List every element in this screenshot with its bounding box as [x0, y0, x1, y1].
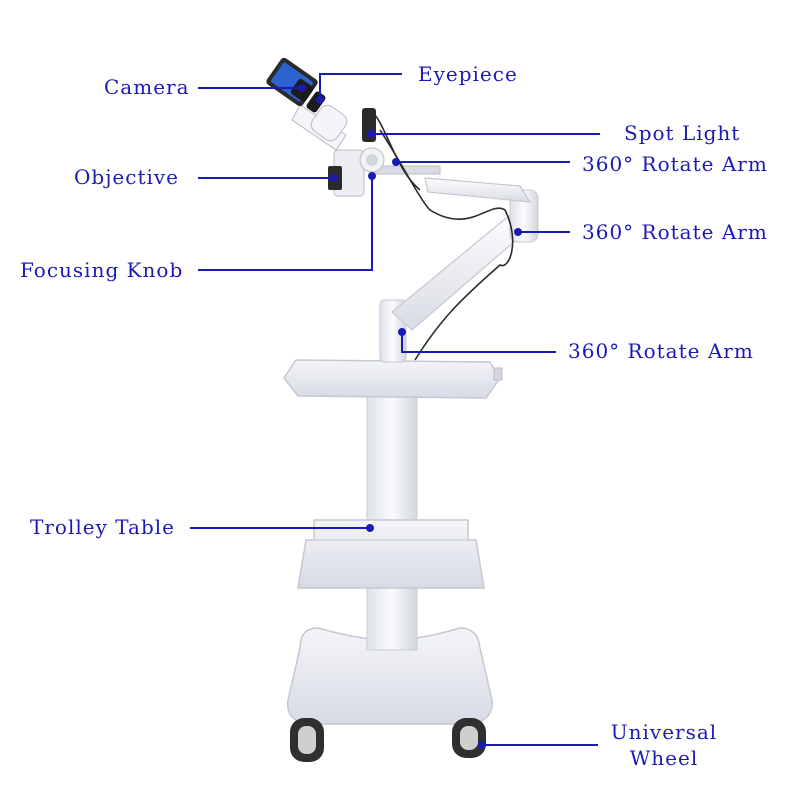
- trolley-pole: [366, 379, 418, 651]
- label-universal-wheel-line1: Universal: [610, 720, 718, 744]
- objective-pointer-dot: [330, 174, 338, 182]
- rotate-arm-3-leader-line: [401, 332, 556, 353]
- universal-wheel-pointer-dot: [478, 741, 486, 749]
- label-camera: Camera: [104, 75, 190, 99]
- label-rotate-arm-2: 360° Rotate Arm: [582, 220, 768, 244]
- camera-pointer-dot: [298, 84, 306, 92]
- label-rotate-arm-1: 360° Rotate Arm: [582, 152, 768, 176]
- eyepiece-pointer-dot: [316, 96, 324, 104]
- rotate-arm-1-pointer-dot: [392, 158, 400, 166]
- microscope-head: [291, 104, 385, 197]
- middle-shelf: [297, 519, 485, 589]
- focusing-knob-pointer-dot: [368, 172, 376, 180]
- upper-arm: [424, 177, 532, 203]
- top-tray: [283, 359, 501, 399]
- label-universal-wheel-line2: Wheel: [629, 746, 699, 770]
- rotate-arm-2-pointer-dot: [514, 228, 522, 236]
- label-trolley-table: Trolley Table: [30, 515, 175, 539]
- eyepiece-leader-line: [319, 73, 402, 100]
- rotate-arm-3-pointer-dot: [398, 328, 406, 336]
- label-objective: Objective: [74, 165, 180, 189]
- wheel-front-left: [290, 718, 324, 762]
- label-eyepiece: Eyepiece: [418, 62, 518, 86]
- focusing-knob-leader-line: [198, 176, 373, 271]
- wheel-front-right: [452, 718, 486, 758]
- spot-light-pointer-dot: [367, 130, 375, 138]
- label-spot-light: Spot Light: [624, 121, 741, 145]
- label-focusing-knob: Focusing Knob: [20, 258, 184, 282]
- trolley-table-pointer-dot: [366, 524, 374, 532]
- cable: [379, 129, 514, 361]
- lower-arm: [391, 214, 531, 331]
- label-rotate-arm-3: 360° Rotate Arm: [568, 339, 754, 363]
